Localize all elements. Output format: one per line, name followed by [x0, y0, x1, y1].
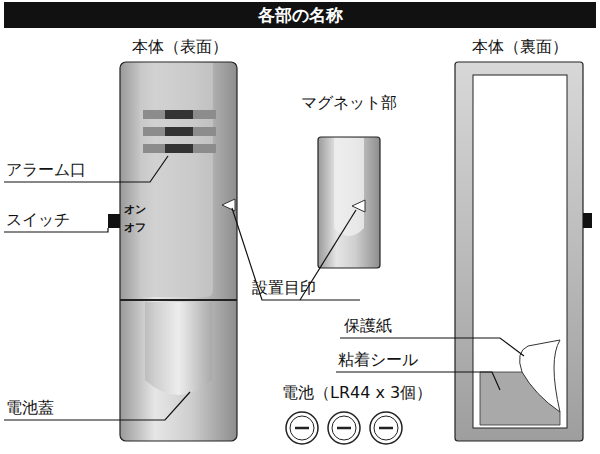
part-label: 電池（LR44 x 3個） [282, 384, 432, 402]
back-body [455, 62, 592, 441]
alarm-slots [143, 110, 216, 153]
title-band: 各部の名称 [4, 2, 596, 28]
part-label: 保護紙 [344, 317, 392, 335]
switch [108, 214, 120, 228]
front-body [108, 62, 237, 441]
batteries [286, 412, 402, 444]
part-label: 粘着シール [338, 351, 418, 369]
part-label: 電池蓋 [6, 399, 54, 417]
title: 各部の名称 [258, 4, 343, 27]
part-label: アラーム口 [6, 161, 86, 179]
part-label: スイッチ [6, 211, 70, 229]
switch-text: オフ [124, 222, 146, 235]
part-label: マグネット部 [301, 94, 397, 112]
view-label: 本体（裏面） [472, 38, 568, 56]
view-label: 本体（表面） [132, 38, 228, 56]
mark [222, 199, 235, 211]
part-label: 設置目印 [252, 279, 316, 297]
magnet-part [318, 137, 380, 268]
switch-text: オン [124, 204, 146, 217]
protective-paper [520, 340, 560, 412]
leader-lines [4, 156, 524, 420]
